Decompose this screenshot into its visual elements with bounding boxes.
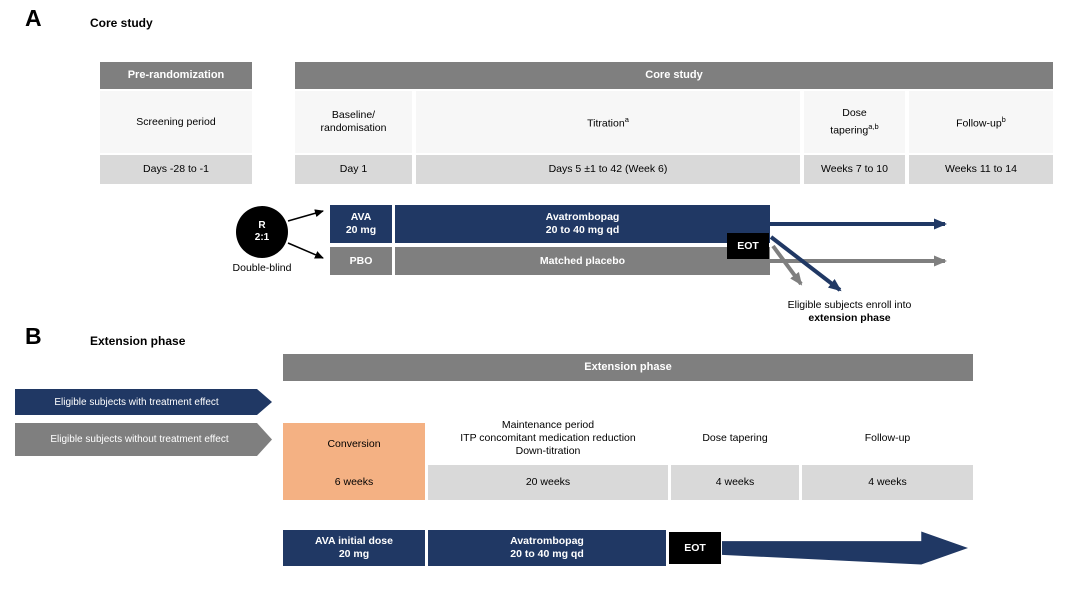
with-effect-arrow: Eligible subjects with treatment effect [15,389,272,415]
avatrombopag-ext-line2: 20 to 40 mg qd [510,548,584,560]
core-study-header: Core study [295,62,1053,89]
dose-tapering-duration-cell: Weeks 7 to 10 [804,155,905,184]
enroll-note-line1: Eligible subjects enroll into [787,299,912,311]
maintenance-line2: ITP concomitant medication reduction [460,432,636,444]
conversion-cell: Conversion 6 weeks [283,423,425,500]
ava-arm-box: AVA 20 mg [330,205,392,243]
followup-ext-cell: Follow-up [802,384,973,463]
double-blind-label: Double-blind [232,262,292,274]
avatrombopag-bar: Avatrombopag 20 to 40 mg qd [395,205,770,243]
pbo-arm-box: PBO [330,247,392,275]
baseline-randomisation-cell: Baseline/ randomisation [295,91,412,153]
dose-tapering-cell: Dose taperinga,b [804,91,905,153]
without-effect-arrow: Eligible subjects without treatment effe… [15,423,272,456]
followup-duration-cell: Weeks 11 to 14 [909,155,1053,184]
enroll-note: Eligible subjects enroll into extension … [742,299,957,325]
maintenance-cell: Maintenance period ITP concomitant medic… [428,384,668,463]
panel-a-label: A [25,5,42,31]
dose-tapering-line1: Dose [842,106,867,119]
titration-label: Titrationa [587,113,629,131]
eot-extension-box: EOT [669,532,721,564]
eot-core-box: EOT [727,233,769,259]
randomization-ratio: 2:1 [254,232,270,243]
titration-duration-cell: Days 5 ±1 to 42 (Week 6) [416,155,800,184]
pre-randomization-header: Pre-randomization [100,62,252,89]
ava-arm-line2: 20 mg [345,224,377,236]
titration-word: Titration [587,117,625,130]
placebo-bar: Matched placebo [395,247,770,275]
randomization-circle: R 2:1 [236,206,288,258]
avatrombopag-bar-line1: Avatrombopag [545,211,620,223]
titration-cell: Titrationa [416,91,800,153]
dose-tapering-ext-duration-cell: 4 weeks [671,465,799,500]
ava-arm-line1: AVA [350,211,372,223]
panel-a-title: Core study [90,16,153,30]
dose-tapering-line2: taperinga,b [830,120,878,138]
followup-word: Follow-up [956,117,1002,130]
followup-ext-duration-cell: 4 weeks [802,465,973,500]
randomization-arrow-pbo [287,242,324,259]
randomization-arrow-ava [287,209,324,222]
randomization-letter: R [258,220,266,231]
dose-tapering-word: tapering [830,124,869,137]
extension-continuation-arrow [722,531,968,565]
panel-b-label: B [25,323,42,349]
ava-initial-line2: 20 mg [338,548,370,560]
screening-duration-cell: Days -28 to -1 [100,155,252,184]
ava-initial-line1: AVA initial dose [315,535,393,547]
maintenance-duration-cell: 20 weeks [428,465,668,500]
conversion-duration: 6 weeks [334,476,374,488]
ava-initial-dose-box: AVA initial dose 20 mg [283,530,425,566]
dose-tapering-ext-cell: Dose tapering [671,384,799,463]
screening-period-cell: Screening period [100,91,252,153]
day1-duration-cell: Day 1 [295,155,412,184]
followup-sup: b [1001,115,1006,125]
extension-phase-header: Extension phase [283,354,973,381]
baseline-line2: randomisation [320,122,387,134]
ava-to-extension-arrow [769,235,842,292]
maintenance-line1: Maintenance period [501,419,595,431]
conversion-label: Conversion [327,437,381,450]
enroll-note-line2: extension phase [808,312,891,324]
maintenance-line3: Down-titration [515,445,581,457]
followup-cell: Follow-upb [909,91,1053,153]
followup-label: Follow-upb [956,113,1006,131]
pbo-to-extension-arrow [771,244,803,286]
baseline-line1: Baseline/ [331,109,376,121]
avatrombopag-bar-line2: 20 to 40 mg qd [545,224,620,236]
panel-b-title: Extension phase [90,334,186,348]
avatrombopag-ext-line1: Avatrombopag [510,535,584,547]
avatrombopag-ext-bar: Avatrombopag 20 to 40 mg qd [428,530,666,566]
dose-tapering-sup: a,b [868,121,879,131]
titration-sup: a [624,115,629,125]
